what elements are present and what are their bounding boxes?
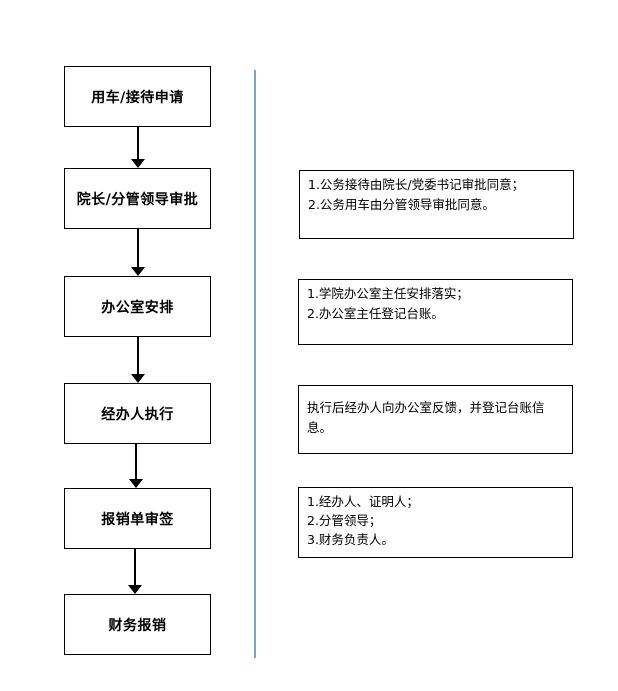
step-arrange: 办公室安排 xyxy=(64,276,211,337)
step-reimburse: 财务报销 xyxy=(64,594,211,655)
note-review-line-2: 2.分管领导； xyxy=(307,513,382,528)
note-approval-line-2: 2.公务用车由分管领导审批同意。 xyxy=(308,197,495,212)
note-approval: 1.公务接待由院长/党委书记审批同意； 2.公务用车由分管领导审批同意。 xyxy=(299,170,574,239)
note-execute-line-1: 执行后经办人向办公室反馈，并登记台账信息。 xyxy=(307,400,545,435)
note-arrange-line-1: 1.学院办公室主任安排落实； xyxy=(307,286,469,301)
note-execute: 执行后经办人向办公室反馈，并登记台账信息。 xyxy=(298,385,573,454)
column-divider xyxy=(254,70,256,658)
step-review: 报销单审签 xyxy=(64,488,211,549)
note-review-line-1: 1.经办人、证明人； xyxy=(307,494,419,509)
note-approval-line-1: 1.公务接待由院长/党委书记审批同意； xyxy=(308,177,525,192)
step-execute: 经办人执行 xyxy=(64,383,211,444)
note-review: 1.经办人、证明人； 2.分管领导； 3.财务负责人。 xyxy=(298,487,573,558)
arrow-down-icon xyxy=(131,229,145,276)
note-arrange: 1.学院办公室主任安排落实； 2.办公室主任登记台账。 xyxy=(298,279,573,345)
step-apply: 用车/接待申请 xyxy=(64,66,211,127)
arrow-down-icon xyxy=(128,549,142,594)
arrow-down-icon xyxy=(131,127,145,168)
note-review-line-3: 3.财务负责人。 xyxy=(307,532,394,547)
arrow-down-icon xyxy=(131,337,145,383)
note-arrange-line-2: 2.办公室主任登记台账。 xyxy=(307,306,444,321)
arrow-down-icon xyxy=(129,444,143,488)
step-approval: 院长/分管领导审批 xyxy=(64,168,211,229)
